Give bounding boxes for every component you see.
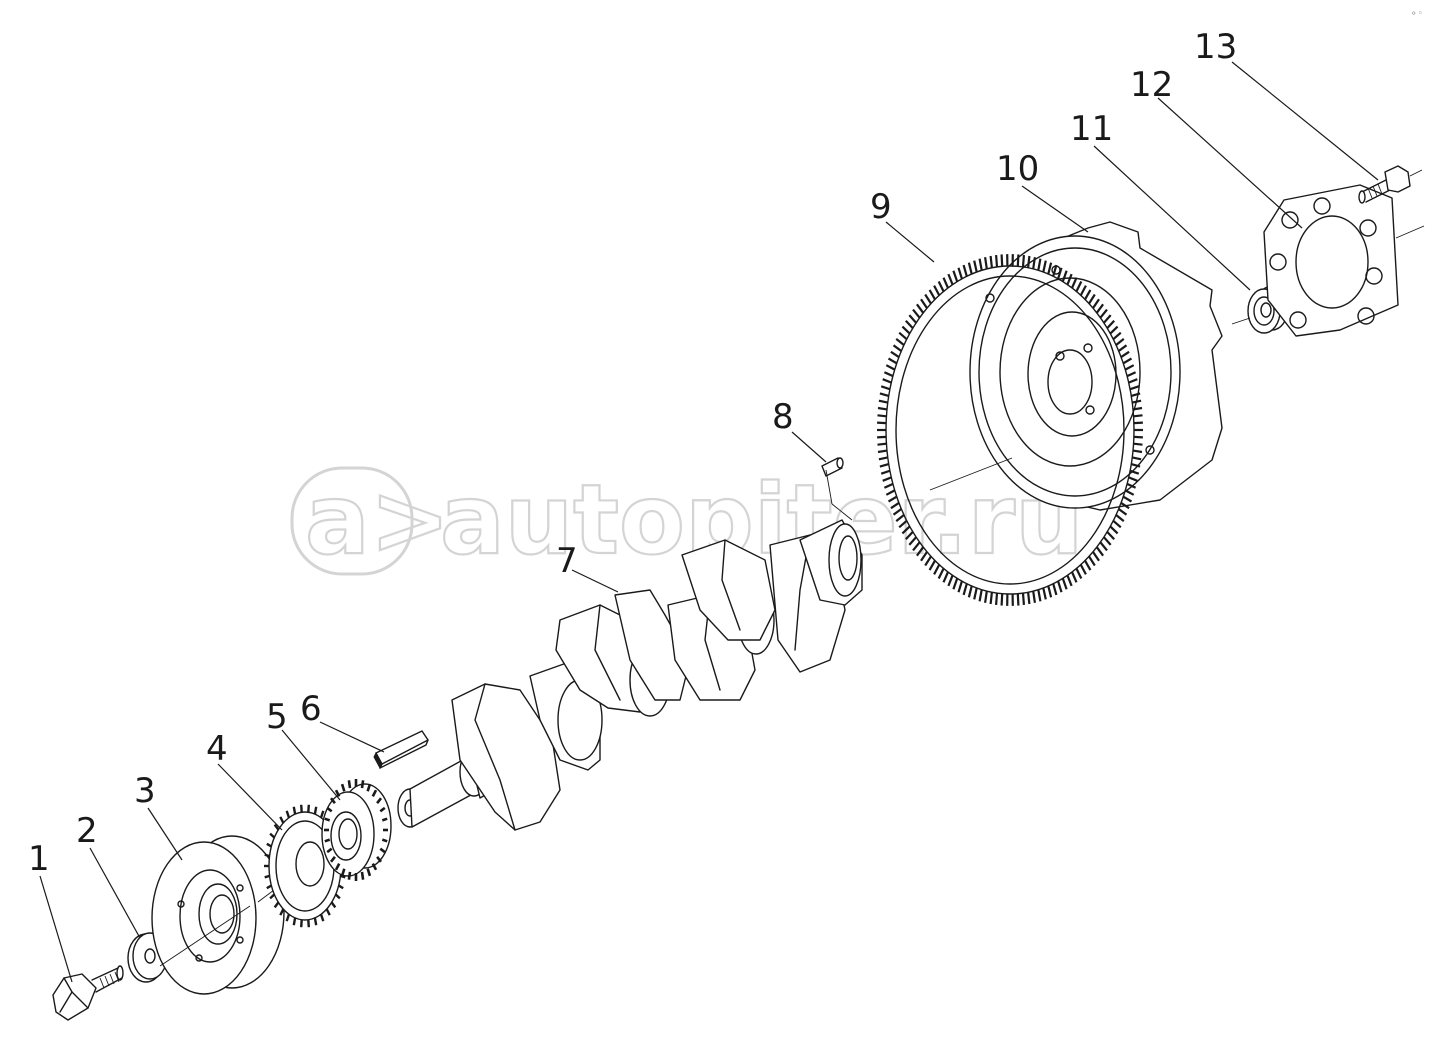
callout-7: 7 [556, 541, 578, 581]
part-7-crankshaft [397, 519, 863, 831]
callout-3: 3 [134, 771, 156, 811]
watermark-logo-frame [290, 466, 414, 576]
part-12-plate [1263, 184, 1425, 337]
callout-9: 9 [870, 187, 892, 227]
callout-8: 8 [772, 397, 794, 437]
callout-13: 13 [1194, 27, 1237, 67]
callout-4: 4 [206, 729, 228, 769]
callout-11: 11 [1070, 109, 1113, 149]
part-9-ring-gear [877, 254, 1143, 606]
part-13-bolt [1358, 165, 1423, 204]
callout-2: 2 [76, 811, 98, 851]
leader-lines [39, 61, 1379, 983]
callout-5: 5 [266, 697, 288, 737]
callout-6: 6 [300, 689, 322, 729]
part-8-pin [821, 457, 853, 521]
part-6-key [373, 730, 429, 770]
corner-mark: ⚬◦ [1410, 9, 1423, 19]
callout-10: 10 [996, 149, 1039, 189]
part-5-helical-gear [321, 779, 392, 881]
callout-12: 12 [1130, 65, 1173, 105]
part-1-bolt [52, 965, 124, 1021]
part-10-flywheel [969, 221, 1223, 511]
watermark-logo-text: a> [305, 464, 450, 576]
callout-numbers: 1 2 3 4 5 6 7 8 9 10 11 12 13 [28, 27, 1237, 879]
callout-1: 1 [28, 839, 50, 879]
part-3-pulley [151, 835, 291, 995]
